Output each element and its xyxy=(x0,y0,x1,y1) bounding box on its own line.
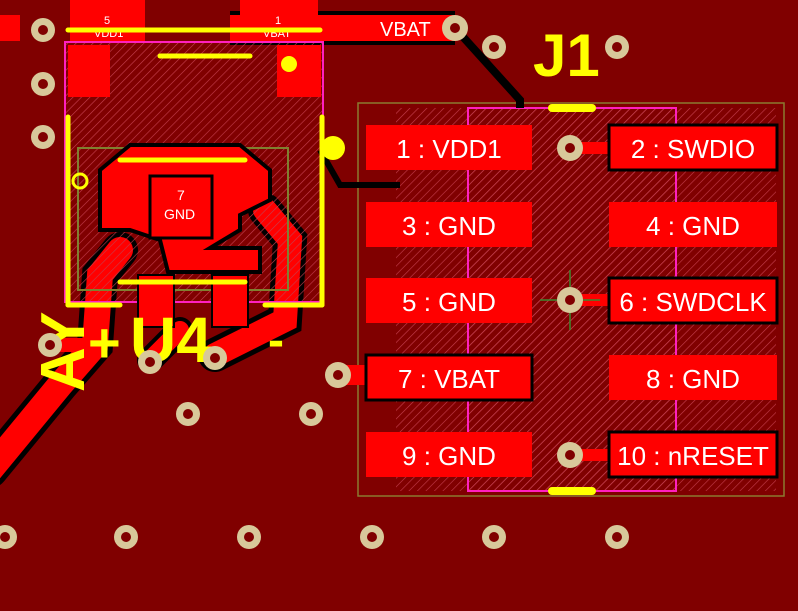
j1-outline xyxy=(357,102,785,497)
top-pad-right-num: 1 xyxy=(275,15,281,27)
top-pad-left-num: 5 xyxy=(104,15,110,27)
via xyxy=(114,525,138,549)
via xyxy=(38,333,62,357)
j1-designator: J1 xyxy=(533,22,600,89)
j1-pad-5-label: 5 : GND xyxy=(402,287,496,317)
via xyxy=(31,18,55,42)
j1-pad-5[interactable]: 5 : GND xyxy=(366,278,532,323)
via xyxy=(237,525,261,549)
j1-pad-7[interactable]: 7 : VBAT xyxy=(364,353,534,402)
top-pad-right xyxy=(240,0,318,42)
via xyxy=(557,442,583,468)
via xyxy=(299,402,323,426)
u4-plus-mark: + xyxy=(88,311,121,374)
via xyxy=(482,35,506,59)
j1-pad-9-label: 9 : GND xyxy=(402,441,496,471)
u4-center-pad-net: GND xyxy=(164,206,195,222)
via xyxy=(557,287,583,313)
j1-pad-1[interactable]: 1 : VDD1 xyxy=(366,125,532,170)
vbat-trace-label: VBAT xyxy=(380,19,431,41)
j1-pad-3-label: 3 : GND xyxy=(402,211,496,241)
via xyxy=(605,525,629,549)
top-pad-left xyxy=(70,0,145,42)
clearance-trace xyxy=(317,148,400,188)
pin1-marker xyxy=(281,56,297,72)
via xyxy=(605,35,629,59)
u4-pad-top-left xyxy=(68,45,110,97)
u4-center-pad-number: 7 xyxy=(177,187,185,203)
via-group xyxy=(0,15,629,549)
j1-pad-10[interactable]: 10 : nRESET xyxy=(607,430,779,479)
clearance-trace xyxy=(452,25,524,108)
j1-pad-10-label: 10 : nRESET xyxy=(617,441,769,471)
via xyxy=(557,135,583,161)
via xyxy=(176,402,200,426)
j1-pad-4-label: 4 : GND xyxy=(646,211,740,241)
j1-pad-6-label: 6 : SWDCLK xyxy=(619,287,767,317)
rotated-silk-text: AY xyxy=(29,312,98,392)
j1-pad-2[interactable]: 2 : SWDIO xyxy=(607,123,779,172)
j1-pad-1-label: 1 : VDD1 xyxy=(396,134,502,164)
via xyxy=(482,525,506,549)
via xyxy=(325,362,351,388)
j1-pad-7-label: 7 : VBAT xyxy=(398,364,500,394)
j1-pad-9[interactable]: 9 : GND xyxy=(366,432,532,477)
silk-dot xyxy=(321,136,345,160)
j1-pad-8[interactable]: 8 : GND xyxy=(609,355,777,400)
u4-minus-mark: - xyxy=(268,314,284,367)
j1-pad-6[interactable]: 6 : SWDCLK xyxy=(607,276,779,325)
j1-pad-3[interactable]: 3 : GND xyxy=(366,202,532,247)
via xyxy=(31,72,55,96)
via xyxy=(0,525,17,549)
u4-pad-top-right xyxy=(277,45,321,97)
u4-center-pad xyxy=(148,174,214,240)
via xyxy=(360,525,384,549)
via xyxy=(442,15,468,41)
j1-pad-2-label: 2 : SWDIO xyxy=(631,134,755,164)
via xyxy=(203,346,227,370)
via xyxy=(31,125,55,149)
j1-pad-4[interactable]: 4 : GND xyxy=(609,202,777,247)
via xyxy=(138,350,162,374)
pin1-marker-2 xyxy=(71,172,89,190)
j1-pad-8-label: 8 : GND xyxy=(646,364,740,394)
